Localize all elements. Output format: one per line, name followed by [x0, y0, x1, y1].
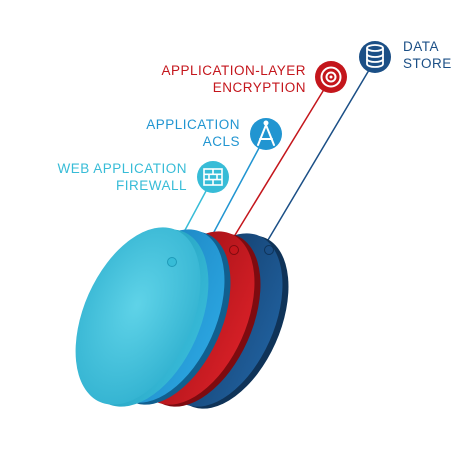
label-data-store: DATA STORE — [403, 38, 452, 72]
label-encryption: APPLICATION-LAYER ENCRYPTION — [161, 62, 306, 96]
encryption-target-icon — [315, 61, 347, 93]
label-acls: APPLICATION ACLS — [146, 116, 240, 150]
label-data-store-line1: DATA — [403, 39, 440, 54]
brick-wall-icon — [197, 161, 229, 193]
pin-encryption — [229, 245, 239, 255]
connector-encryption — [231, 77, 332, 241]
label-encryption-line1: APPLICATION-LAYER — [161, 63, 306, 78]
database-icon — [359, 41, 391, 73]
label-encryption-line2: ENCRYPTION — [212, 80, 306, 95]
label-firewall: WEB APPLICATION FIREWALL — [57, 160, 187, 194]
connector-data-store — [267, 59, 376, 241]
pin-firewall — [167, 257, 177, 267]
label-acls-line1: APPLICATION — [146, 117, 240, 132]
label-acls-line2: ACLS — [202, 134, 240, 149]
disk-firewall — [75, 227, 209, 407]
pin-data-store — [264, 245, 274, 255]
label-firewall-line2: FIREWALL — [115, 178, 187, 193]
label-data-store-line2: STORE — [403, 56, 452, 71]
label-firewall-line1: WEB APPLICATION — [57, 161, 187, 176]
compass-icon — [250, 118, 282, 150]
